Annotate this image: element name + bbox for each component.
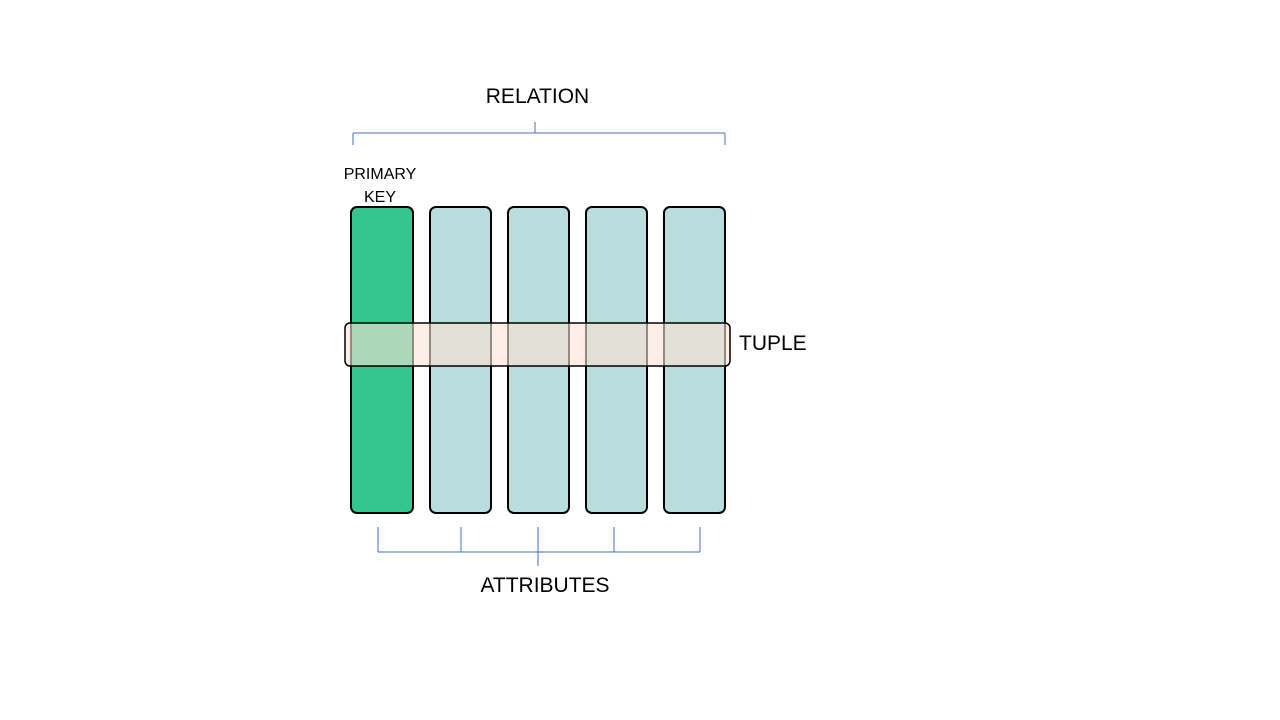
tuple-row — [344, 322, 731, 367]
attributes-label: ATTRIBUTES — [480, 574, 610, 597]
relation-label: RELATION — [485, 85, 590, 108]
primary-key-label: PRIMARY KEY — [343, 166, 417, 206]
relation-bracket — [352, 122, 726, 145]
tuple-label: TUPLE — [739, 332, 807, 355]
attributes-bracket — [377, 527, 701, 566]
